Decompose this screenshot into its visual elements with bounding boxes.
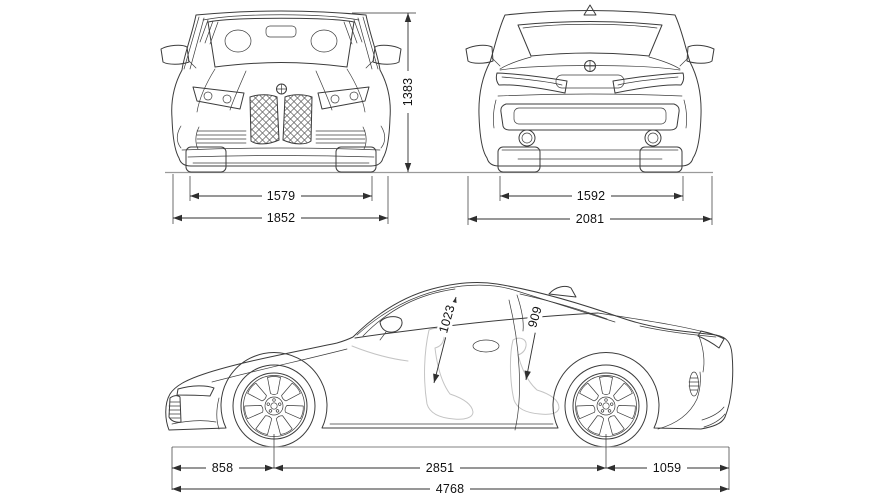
headroom-dimensions: 1023 909 <box>433 296 546 384</box>
side-mirror <box>379 316 403 341</box>
dim-label-bg <box>430 482 470 496</box>
dim-label-bg <box>420 461 460 475</box>
dim-label-bg <box>435 299 459 339</box>
front-silhouette <box>171 10 391 167</box>
front-left-headrest <box>224 29 252 53</box>
dim-label-bg <box>401 71 415 113</box>
door-handle <box>472 339 500 353</box>
dim-label-front-track: 1579 <box>267 189 296 203</box>
dim-label-bg <box>524 300 546 334</box>
side-a-pillar-line <box>362 288 456 337</box>
front-bumper-lines <box>181 147 381 164</box>
rear-right-mirror <box>679 44 715 67</box>
front-right-headrest <box>310 29 338 53</box>
dim-label-wheelbase: 2851 <box>426 461 455 475</box>
rear-bumper <box>492 99 688 131</box>
dim-label-bg <box>647 461 687 475</box>
rearview-mirror-interior <box>265 25 297 38</box>
rear-silhouette <box>478 10 702 167</box>
side-roof-inner-line <box>356 284 616 336</box>
front-left-mirror <box>160 44 197 69</box>
rear-exhausts <box>518 129 662 147</box>
side-kidney-grille <box>168 395 182 423</box>
bmw-roundel-rear-icon <box>584 60 596 72</box>
side-taillight <box>639 325 725 373</box>
front-view-dimensions: 1579 1852 1383 <box>172 12 416 225</box>
dim-label-height-group: 1383 <box>401 71 415 113</box>
dim-label-front-headroom: 1023 <box>436 303 457 334</box>
front-left-headlight <box>192 86 245 110</box>
side-glass-divider <box>516 294 524 332</box>
front-a-pillar-lines <box>183 16 379 70</box>
bmw-roundel-icon <box>276 83 287 95</box>
front-right-tire <box>335 146 377 173</box>
side-beltline <box>354 312 599 339</box>
rear-view-drawing <box>465 4 715 173</box>
rear-window-inner-line <box>522 23 658 29</box>
rear-right-tire <box>639 146 683 173</box>
interior-front-seat <box>351 327 474 420</box>
side-silhouette <box>165 281 734 431</box>
side-headlight <box>176 385 215 397</box>
roof-antenna-triangle <box>583 4 597 16</box>
kidney-grille-left <box>249 94 280 145</box>
dim-label-bg <box>572 189 611 203</box>
front-lower-intake-slats <box>196 130 366 144</box>
shark-fin-antenna <box>548 285 577 298</box>
dim-label-bg <box>262 189 301 203</box>
trunk-plate-recess <box>555 74 625 89</box>
dim-label-front-overhang: 858 <box>212 461 233 475</box>
dim-label-rear-overall-width: 2081 <box>576 212 605 226</box>
dim-label-rear-headroom: 909 <box>525 305 544 329</box>
side-front-bumper-lines <box>171 397 220 430</box>
dim-label-height: 1383 <box>401 78 415 107</box>
rear-right-taillight <box>612 72 685 94</box>
dim-label-rear-headroom-group: 909 <box>524 300 546 334</box>
front-windshield <box>207 17 355 68</box>
dim-label-bg <box>262 211 301 225</box>
dim-label-bg <box>570 212 610 226</box>
rear-left-mirror <box>465 44 501 67</box>
trunk-bottom-line <box>497 93 683 97</box>
front-left-tire <box>185 146 227 173</box>
front-roof-inner-line <box>202 14 360 21</box>
front-right-mirror <box>365 44 402 69</box>
side-rear-bumper <box>657 371 726 430</box>
front-side-scoops <box>176 125 386 150</box>
front-view-drawing <box>160 10 402 173</box>
side-view-drawing <box>165 281 734 448</box>
length-dimensions: 858 2851 1059 4768 <box>171 434 730 496</box>
rear-left-taillight <box>495 72 568 94</box>
front-right-headlight <box>317 86 370 110</box>
rear-valance-lines <box>501 149 679 160</box>
side-hood-shutline <box>211 348 348 383</box>
side-door-seam <box>508 299 520 431</box>
dim-label-overall-length: 4768 <box>436 482 465 496</box>
dim-label-front-width: 1852 <box>267 211 296 225</box>
dim-label-front-headroom-group: 1023 <box>435 299 459 339</box>
dim-label-bg <box>206 461 239 475</box>
dim-label-rear-track: 1592 <box>577 189 606 203</box>
dim-label-rear-overhang: 1059 <box>653 461 682 475</box>
rear-window <box>517 21 663 57</box>
side-rear-glass-line <box>519 293 608 320</box>
kidney-grille-right <box>282 94 313 145</box>
rear-view-dimensions: 1592 2081 <box>467 176 713 226</box>
rear-left-tire <box>497 146 541 173</box>
